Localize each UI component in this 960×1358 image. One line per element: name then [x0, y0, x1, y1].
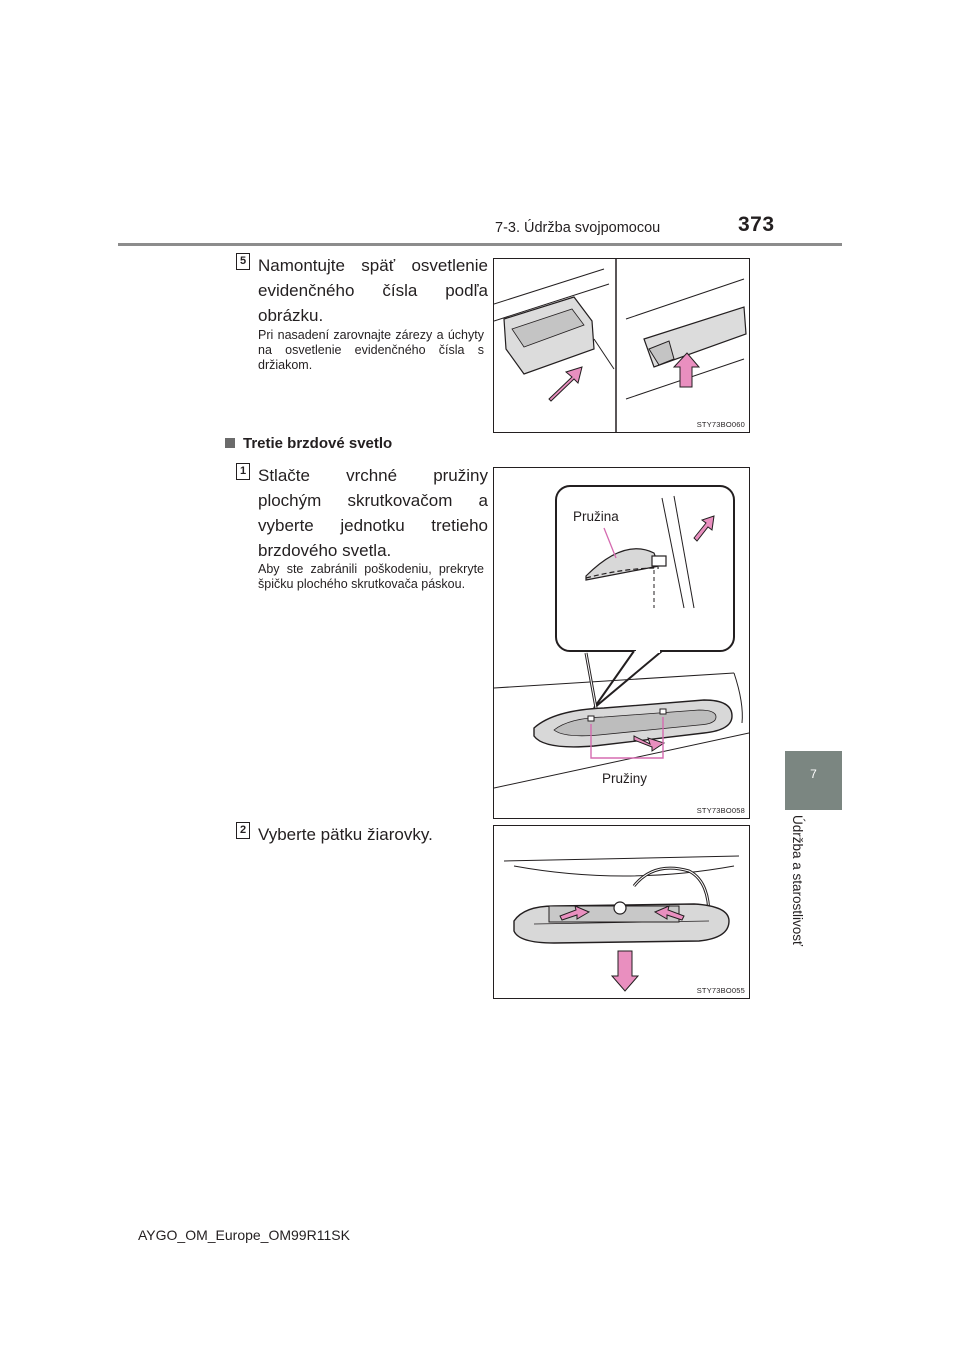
- figure-brake-light-removal: Pružina Pružiny STY73BO058: [493, 467, 750, 819]
- callout-springs: Pružiny: [602, 771, 648, 786]
- document-id: AYGO_OM_Europe_OM99R11SK: [138, 1227, 350, 1243]
- figure-code: STY73BO055: [696, 986, 745, 995]
- step-5-note: Pri nasadení zarovnajte zárezy a úchyty …: [258, 328, 484, 372]
- step-badge-2: 2: [236, 822, 250, 839]
- figure-code: STY73BO058: [696, 806, 745, 815]
- callout-spring: Pružina: [573, 509, 619, 524]
- step-badge-1: 1: [236, 463, 250, 480]
- section-heading: Tretie brzdové svetlo: [225, 435, 392, 452]
- figure-bulb-socket: STY73BO055: [493, 825, 750, 999]
- chapter-title: Údržba a starostlivosť: [790, 815, 805, 947]
- chapter-number: 7: [810, 767, 817, 781]
- section-title: 7-3. Údržba svojpomocou: [495, 220, 661, 236]
- step-5-text: Namontujte späť osvetlenie evidenčného č…: [258, 256, 488, 325]
- figure-code: STY73BO060: [696, 420, 745, 429]
- page-number: 373: [738, 213, 775, 236]
- step-badge-5: 5: [236, 253, 250, 270]
- step-1-note: Aby ste zabránili poškodeniu, prekryte š…: [258, 562, 484, 591]
- section-heading-label: Tretie brzdové svetlo: [243, 435, 393, 452]
- section-marker-icon: [225, 438, 235, 448]
- step-1-text: Stlačte vrchné pružiny plochým skrutkova…: [258, 466, 488, 560]
- chapter-tab: [785, 751, 842, 810]
- step-2-text: Vyberte pätku žiarovky.: [258, 825, 433, 844]
- header-rule: [118, 243, 842, 246]
- figure-license-light: STY73BO060: [493, 258, 750, 433]
